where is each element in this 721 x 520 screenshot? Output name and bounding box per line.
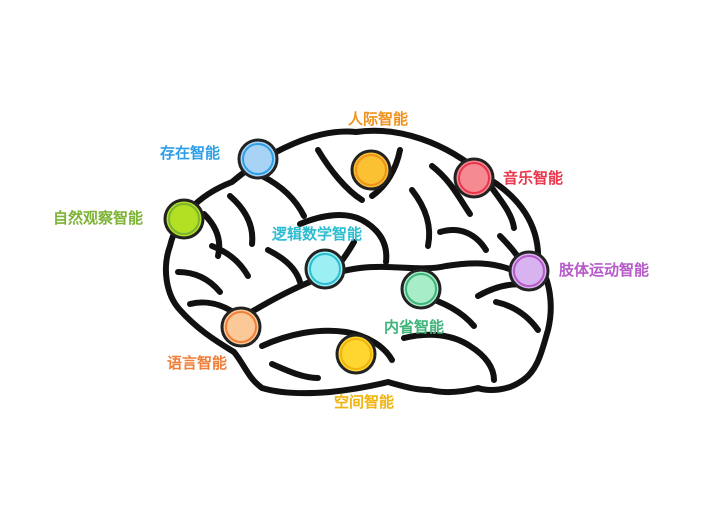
linguistic-node xyxy=(220,306,262,348)
musical-label: 音乐智能 xyxy=(503,169,564,187)
linguistic-label: 语言智能 xyxy=(167,354,228,372)
spatial-node xyxy=(335,333,377,375)
naturalist-node-ring xyxy=(168,203,200,235)
bodily-label: 肢体运动智能 xyxy=(559,261,650,279)
intrapersonal-label: 内省智能 xyxy=(384,318,445,336)
naturalist-node xyxy=(163,198,205,240)
interpersonal-label: 人际智能 xyxy=(348,110,409,128)
bodily-node-ring xyxy=(513,255,545,287)
logical-node-ring xyxy=(309,253,341,285)
interpersonal-node-ring xyxy=(355,154,387,186)
naturalist-label: 自然观察智能 xyxy=(53,209,144,227)
logical-label: 逻辑数学智能 xyxy=(272,225,363,243)
intrapersonal-node xyxy=(400,268,442,310)
intrapersonal-node-ring xyxy=(405,273,437,305)
existential-label: 存在智能 xyxy=(160,144,221,162)
bodily-node xyxy=(508,250,550,292)
spatial-node-ring xyxy=(340,338,372,370)
logical-node xyxy=(304,248,346,290)
musical-node xyxy=(453,157,495,199)
linguistic-node-ring xyxy=(225,311,257,343)
existential-node xyxy=(237,138,279,180)
interpersonal-node xyxy=(350,149,392,191)
existential-node-ring xyxy=(242,143,274,175)
spatial-label: 空间智能 xyxy=(334,393,395,411)
musical-node-ring xyxy=(458,162,490,194)
